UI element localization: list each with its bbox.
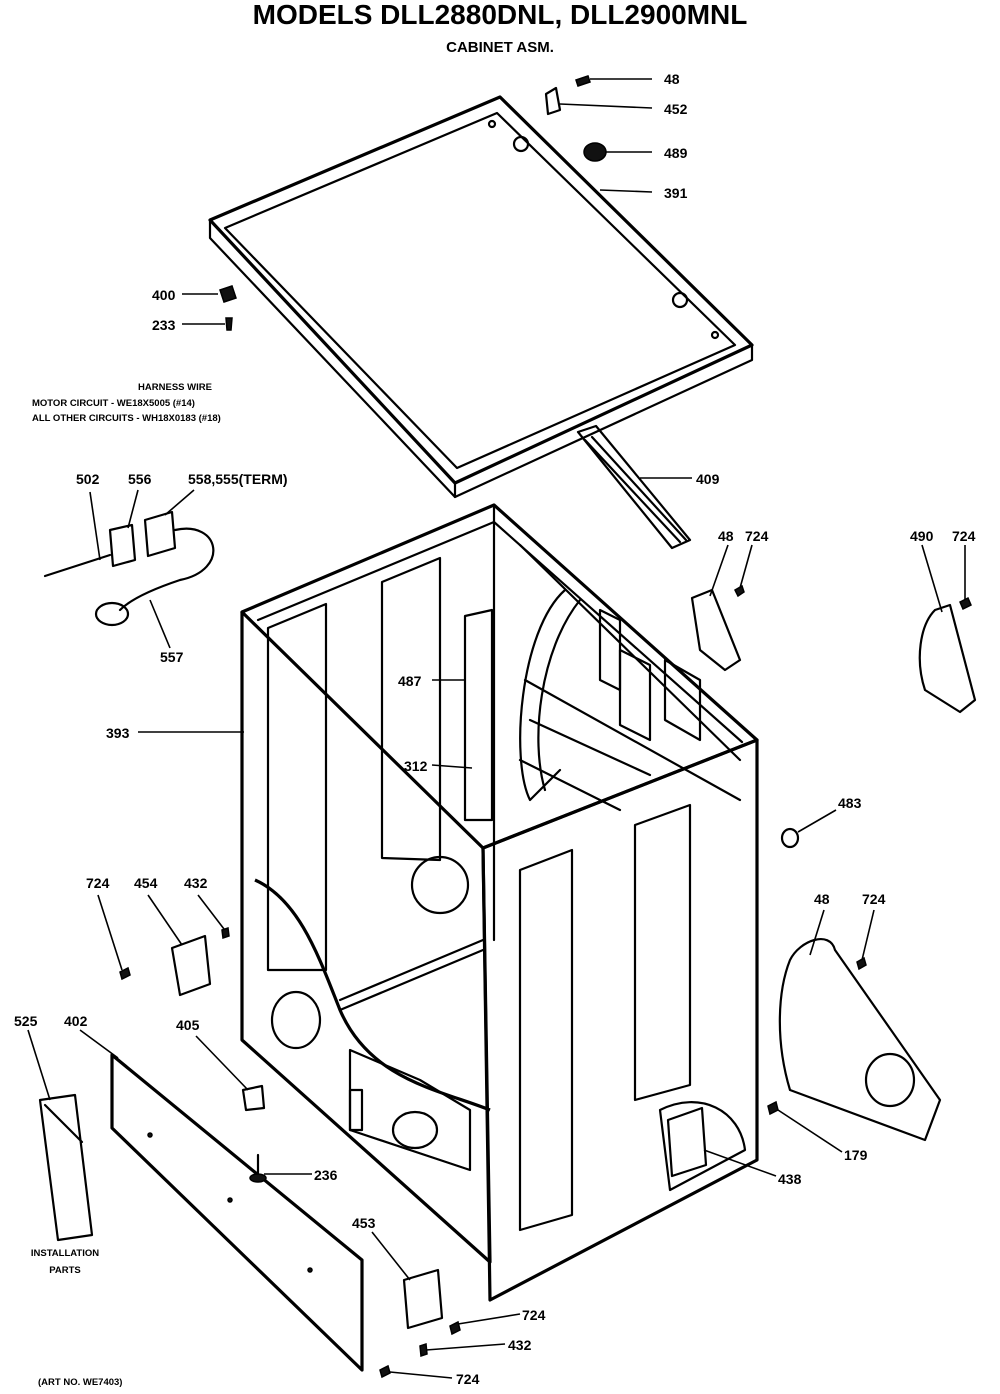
- callout-400: 400: [152, 287, 176, 303]
- callout-438: 438: [778, 1171, 802, 1187]
- callout-402: 402: [64, 1013, 88, 1029]
- cabinet-body: [240, 503, 759, 1302]
- harness-wire: [43, 510, 215, 627]
- page-subtitle: CABINET ASM.: [446, 39, 554, 56]
- callout-48-side: 48: [718, 528, 734, 544]
- screw-724-e: [449, 1320, 461, 1336]
- callout-312: 312: [404, 758, 428, 774]
- toe-panel-402: [110, 1053, 364, 1372]
- callout-409: 409: [696, 471, 720, 487]
- callout-724-left: 724: [86, 875, 110, 891]
- callout-236: 236: [314, 1167, 338, 1183]
- part-405: [241, 1084, 266, 1112]
- clip-452: [544, 86, 562, 116]
- callout-558-555: 558,555(TERM): [188, 471, 288, 487]
- callout-556: 556: [128, 471, 152, 487]
- switch-454: [170, 934, 212, 997]
- callout-724-right: 724: [952, 528, 976, 544]
- callout-179: 179: [844, 1147, 868, 1163]
- rear-panel-48: [778, 938, 942, 1142]
- callout-454: 454: [134, 875, 158, 891]
- art-number: (ART NO. WE7403): [38, 1377, 122, 1388]
- callout-48: 48: [664, 71, 680, 87]
- screw-724-d: [119, 966, 131, 981]
- page-title: MODELS DLL2880DNL, DLL2900MNL: [253, 0, 748, 30]
- screw-724-f: [379, 1364, 391, 1379]
- callout-453: 453: [352, 1215, 376, 1231]
- callout-557: 557: [160, 649, 184, 665]
- callout-labels: 48 452 489 391 400 233 409 HARNESS WIRE …: [14, 71, 976, 1388]
- screw-432-b: [419, 1342, 428, 1358]
- installation-parts-525: [38, 1093, 94, 1242]
- clip-400: [219, 285, 237, 303]
- switch-438: [666, 1106, 708, 1178]
- seal-409: [576, 424, 692, 550]
- top-panel: [208, 95, 754, 499]
- callout-233: 233: [152, 317, 176, 333]
- grommet-489: [583, 142, 607, 162]
- callout-452: 452: [664, 101, 688, 117]
- callout-391: 391: [664, 185, 688, 201]
- cover-490: [918, 603, 977, 714]
- callout-432-upper: 432: [184, 875, 208, 891]
- callout-489: 489: [664, 145, 688, 161]
- callout-724-side: 724: [745, 528, 769, 544]
- callout-502: 502: [76, 471, 100, 487]
- callout-483: 483: [838, 795, 862, 811]
- callout-724-bottom-1: 724: [522, 1307, 546, 1323]
- callout-525: 525: [14, 1013, 38, 1029]
- callout-724-bottom-2: 724: [456, 1371, 480, 1387]
- plug-483: [780, 827, 800, 849]
- harness-other-circuits: ALL OTHER CIRCUITS - WH18X0183 (#18): [32, 413, 221, 424]
- screw-48-top: [575, 75, 591, 87]
- callout-393: 393: [106, 725, 130, 741]
- cover-48: [690, 588, 742, 672]
- part-453: [402, 1268, 444, 1330]
- callout-724-rear: 724: [862, 891, 886, 907]
- callout-48-rear: 48: [814, 891, 830, 907]
- callout-490: 490: [910, 528, 934, 544]
- callout-432-bottom: 432: [508, 1337, 532, 1353]
- leader-lines: [27, 78, 966, 1379]
- callout-487: 487: [398, 673, 422, 689]
- screw-432-a: [221, 926, 230, 940]
- screw-179: [767, 1100, 779, 1116]
- leveling-leg-236: [249, 1153, 267, 1183]
- installation-parts-label-2: PARTS: [49, 1265, 81, 1276]
- screw-233: [225, 317, 233, 331]
- callout-405: 405: [176, 1017, 200, 1033]
- installation-parts-label-1: INSTALLATION: [31, 1248, 99, 1259]
- harness-heading: HARNESS WIRE: [138, 382, 212, 393]
- harness-motor-circuit: MOTOR CIRCUIT - WE18X5005 (#14): [32, 398, 195, 409]
